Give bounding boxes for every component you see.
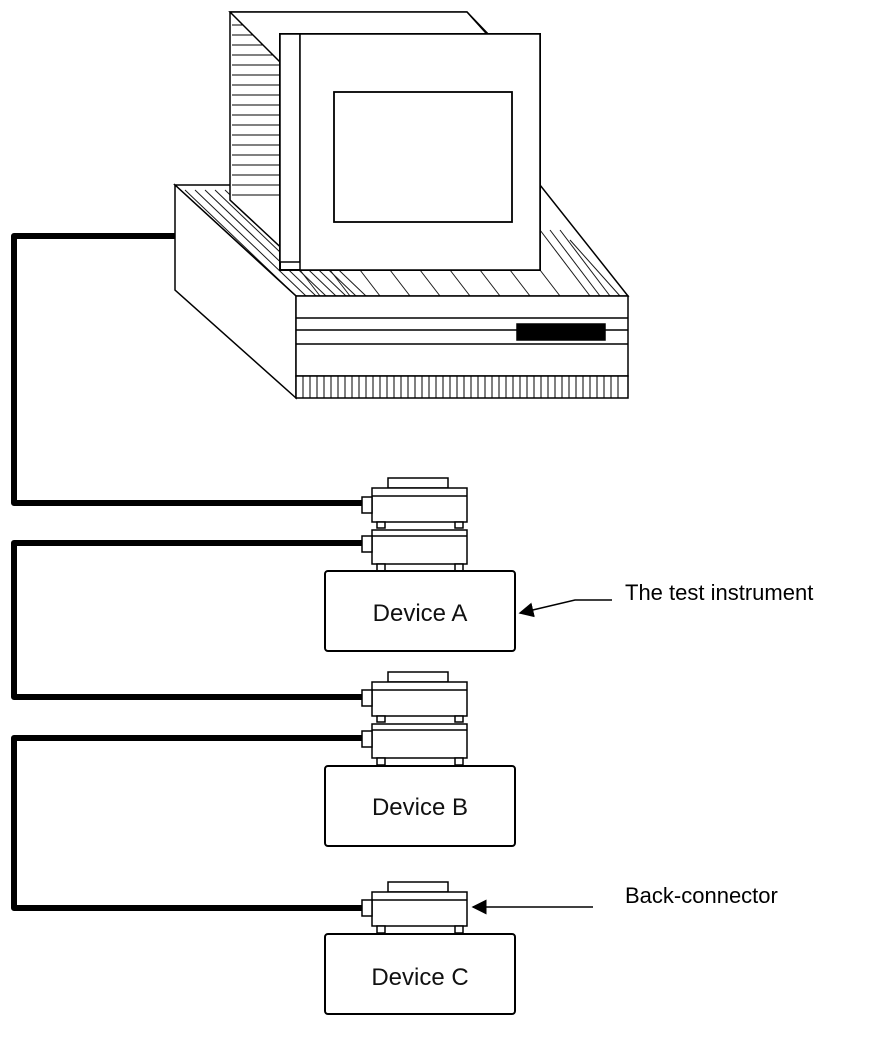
cable-device-a-to-device-b	[11, 540, 372, 700]
connector-b-top	[361, 671, 468, 723]
back-connector-label: Back-connector	[625, 883, 778, 908]
test-instrument-label: The test instrument	[625, 580, 813, 605]
device-a-label: Device A	[373, 600, 468, 627]
computer-icon	[173, 11, 630, 400]
device-b: Device B	[324, 765, 516, 847]
back-connector	[361, 881, 468, 934]
connector-b-bottom	[361, 723, 468, 766]
device-c: Device C	[324, 933, 516, 1015]
gpib-cables	[11, 233, 372, 911]
device-a: Device A	[324, 570, 516, 652]
device-b-label: Device B	[372, 794, 468, 821]
cable-device-b-to-device-c	[11, 735, 372, 911]
cable-computer-to-device-a	[11, 233, 372, 506]
connector-a-top	[361, 477, 468, 529]
connector-a-bottom	[361, 529, 468, 572]
test-instrument-callout: The test instrument	[518, 580, 813, 618]
device-c-label: Device C	[371, 964, 468, 991]
back-connector-callout: Back-connector	[471, 883, 778, 915]
